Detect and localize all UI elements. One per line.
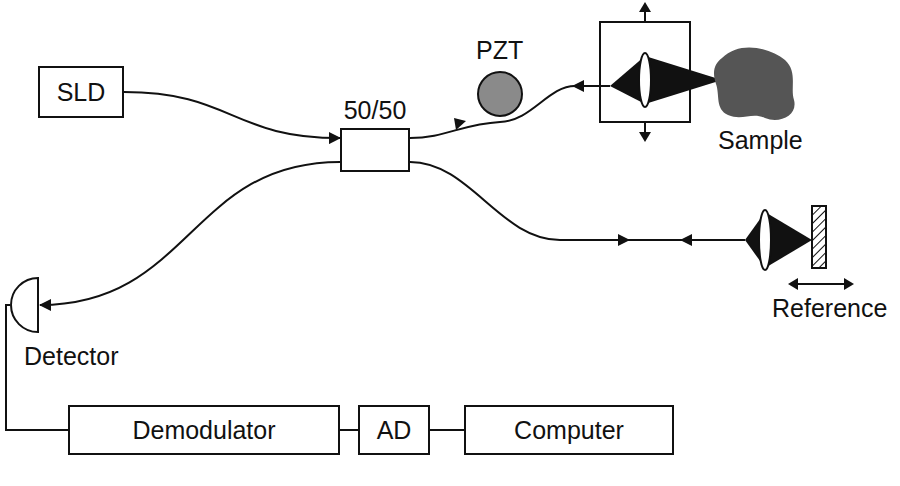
lens — [639, 53, 651, 107]
pzt-cylinder — [478, 72, 522, 116]
box-label: SLD — [57, 78, 106, 106]
reference-fiber — [410, 162, 745, 240]
photo-detector: Detector — [10, 276, 119, 370]
part-label: Sample — [716, 126, 805, 154]
box-label: AD — [377, 416, 412, 444]
coupler-label: 50/50 — [344, 96, 407, 124]
scan-arrow — [639, 2, 651, 12]
reference-mirror — [812, 206, 826, 268]
sample-tissue — [714, 47, 795, 119]
optical-fiber — [40, 162, 340, 305]
light-source-box: SLD — [38, 66, 124, 118]
sample-fiber — [410, 86, 610, 138]
scan-arrow — [639, 132, 651, 142]
optical-fiber — [124, 92, 340, 138]
coupler-body — [340, 128, 410, 172]
mirror-scan-arrow — [796, 283, 846, 285]
mirror-scan-arrow — [788, 278, 798, 290]
process-box: Demodulator — [68, 405, 340, 455]
box-label: Demodulator — [132, 416, 275, 444]
light-beam — [765, 212, 812, 268]
process-box: Computer — [464, 405, 674, 455]
process-box: AD — [358, 405, 430, 455]
fiber-arrow — [454, 118, 466, 130]
fiber-arrow — [618, 234, 630, 246]
light-beam — [645, 56, 722, 104]
box-label: Computer — [514, 416, 624, 444]
fiber-arrow — [680, 234, 692, 246]
signal-wire — [430, 429, 464, 431]
mirror-scan-arrow — [844, 278, 854, 290]
part-label: PZT — [474, 36, 525, 64]
signal-wire — [340, 429, 358, 431]
fiber-coupler: 50/50 — [340, 96, 410, 172]
lens — [759, 210, 771, 270]
fiber-arrow — [572, 80, 584, 92]
detector-label: Detector — [24, 342, 118, 370]
part-label: Reference — [770, 294, 889, 322]
detector-symbol — [10, 276, 40, 334]
